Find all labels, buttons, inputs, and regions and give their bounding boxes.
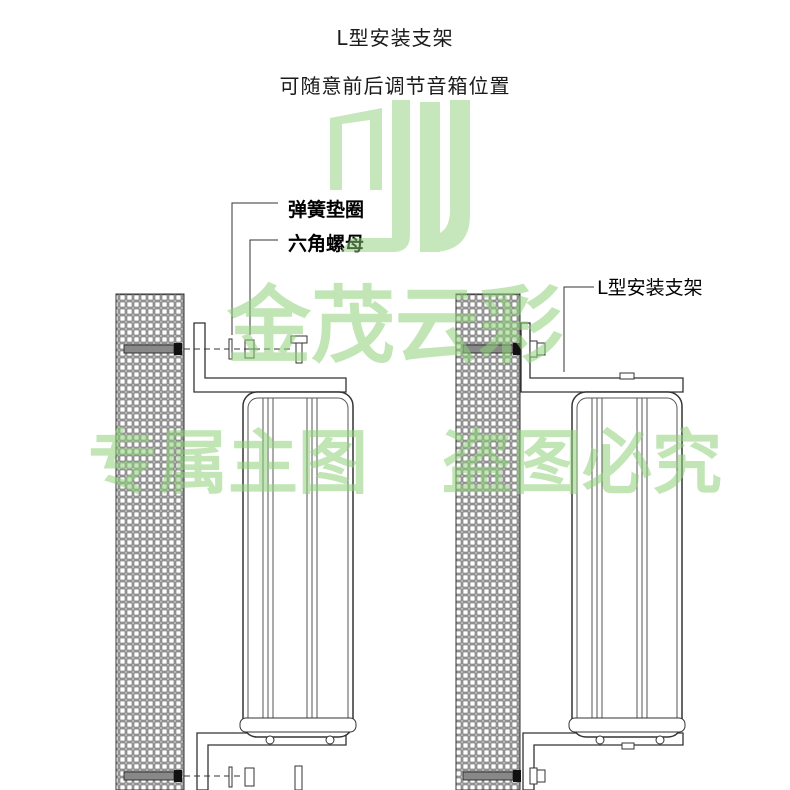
- column-speaker-right: [568, 391, 686, 750]
- l-bracket-top-left: [193, 322, 347, 393]
- column-speaker-left: [239, 391, 357, 745]
- page-subtitle: 可随意前后调节音箱位置: [279, 74, 511, 98]
- wall-bolt-top: [123, 344, 175, 354]
- page-title: L型安装支架: [336, 26, 454, 50]
- wall-right: [455, 293, 521, 790]
- right-assembly: [455, 286, 686, 790]
- left-assembly: [115, 202, 357, 790]
- spring-washer: [228, 338, 233, 360]
- watermark-logo: [330, 100, 470, 252]
- label-spring-washer: 弹簧垫圈: [288, 198, 364, 221]
- label-l-bracket: L型安装支架: [597, 277, 703, 299]
- wall-bolt-bottom: [123, 771, 175, 781]
- watermark-brand: 金茂云彩: [227, 277, 563, 375]
- wall-left: [115, 293, 185, 790]
- watermark-right: 盗图必究: [442, 422, 722, 504]
- l-bracket-top-right: [520, 322, 684, 393]
- watermark: 金茂云彩 专属主图 盗图必究: [88, 100, 722, 504]
- watermark-left: 专属主图: [88, 422, 368, 504]
